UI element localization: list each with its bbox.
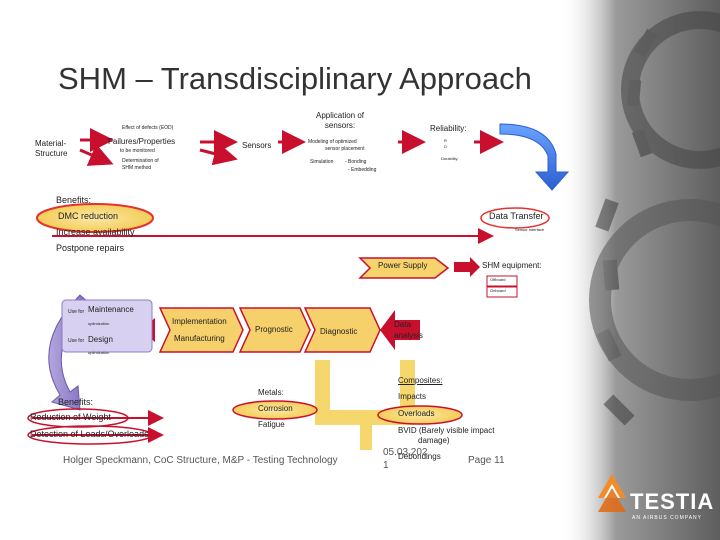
testia-logo-icon (598, 474, 626, 512)
debondings-label: Debondings (398, 452, 441, 461)
optimization-label-1: optimization (88, 321, 110, 326)
arrow-top-6 (79, 143, 114, 166)
effect-of-defects-label: Effect of defects (EOD) (122, 125, 174, 131)
optimization-label-2: optimization (88, 350, 110, 355)
modeling-label-1: Modeling of optimized (308, 139, 357, 145)
overloads-label: Overloads (398, 409, 435, 418)
modeling-label-2: sensor placement (325, 146, 365, 152)
application-label-2: sensors: (324, 121, 356, 130)
chain-box-diagnostic (303, 307, 381, 353)
red-block-arrow (454, 257, 480, 277)
data-analysis-label-2: analysis (394, 331, 423, 340)
data-analysis-label-1: Data (394, 320, 411, 329)
yellow-stem (360, 425, 372, 450)
implementation-label: Implementation (172, 317, 227, 326)
manufacturing-label: Manufacturing (174, 334, 225, 343)
onboard-label: Onboard (490, 288, 506, 293)
reduction-oval (27, 408, 129, 428)
reliability-small-2: D (444, 144, 447, 149)
offboard-box (486, 275, 518, 287)
metals-label: Metals: (258, 388, 284, 397)
detection-of-loads-label: Detection of Loads/Overloads (30, 429, 149, 439)
failures-properties-label: Failures/Properties (108, 137, 176, 146)
power-supply-label: Power Supply (378, 261, 428, 270)
prognostic-label: Prognostic (255, 325, 293, 334)
overloads-oval (377, 405, 463, 425)
postpone-repairs-label: Postpone repairs (56, 243, 125, 253)
reliability-label: Reliability: (430, 124, 467, 133)
material-label-2: Structure (35, 149, 68, 158)
composites-label: Composites: (398, 376, 443, 385)
design-label: Design (88, 335, 113, 344)
diagnostic-label: Diagnostic (320, 327, 358, 336)
benefits-bottom-heading: Benefits: (58, 397, 94, 407)
footer-author: Holger Speckmann, CoC Structure, M&P - T… (63, 455, 338, 466)
testia-logo-text: TESTIA (630, 489, 715, 514)
reliability-small-1: R (444, 138, 447, 143)
onboard-box (486, 286, 518, 298)
use-for-box (61, 299, 153, 353)
to-be-monitored-label: to be monitored (120, 148, 155, 154)
corrosion-label: Corrosion (258, 404, 293, 413)
slide-title: SHM – Transdisciplinary Approach (58, 61, 532, 96)
durability-label: Durability (441, 156, 458, 161)
footer-date-2: 1 (383, 460, 389, 471)
data-transfer-label: Data Transfer (489, 211, 544, 221)
application-label-1: Application of (315, 111, 365, 120)
use-for-label-1: Use for (68, 309, 85, 315)
blue-curved-arrow (499, 123, 570, 191)
data-transfer-oval (480, 207, 550, 229)
bvid-label-2: damage) (418, 436, 450, 445)
simulation-label: Simulation (310, 159, 334, 165)
fatigue-label: Fatigue (258, 420, 285, 429)
sensor-interface-label: Sensor interface (515, 227, 545, 232)
maintenance-label: Maintenance (88, 305, 134, 314)
material-label-1: Material- (35, 139, 67, 148)
impacts-label: Impacts (398, 392, 427, 401)
chain-box-prognostic (238, 307, 311, 353)
sensors-label: Sensors (242, 141, 272, 150)
gear-icon (589, 11, 720, 426)
determination-label-1: Determination of (122, 158, 159, 164)
offboard-label: Offboard (490, 277, 506, 282)
increase-availability-label: Increase availability (56, 227, 135, 237)
chain-box-implementation (158, 307, 244, 353)
determination-label-2: SHM method (122, 165, 152, 171)
testia-tagline: AN AIRBUS COMPANY (632, 515, 702, 521)
corrosion-oval (232, 400, 318, 420)
embedding-label: - Embedding (348, 167, 377, 173)
chain-arrow-diagnostic (380, 310, 420, 350)
bvid-label-1: BVID (Barely visible impact (398, 426, 495, 435)
footer-date-1: 05.03.202 (383, 447, 428, 458)
power-supply-shape (358, 257, 450, 279)
footer-page: Page 11 (468, 455, 505, 466)
shm-equipment-label: SHM equipment: (482, 261, 542, 270)
arrow-top-7 (199, 141, 238, 166)
bonding-label: - Bonding (345, 159, 367, 165)
dmc-oval (36, 203, 154, 233)
benefits-heading: Benefits: (56, 195, 92, 205)
reduction-of-weight-label: Reduction of Weight (30, 412, 111, 422)
detection-oval (27, 425, 153, 445)
dmc-reduction-label: DMC reduction (58, 211, 119, 221)
use-for-label-2: Use for (68, 338, 85, 344)
